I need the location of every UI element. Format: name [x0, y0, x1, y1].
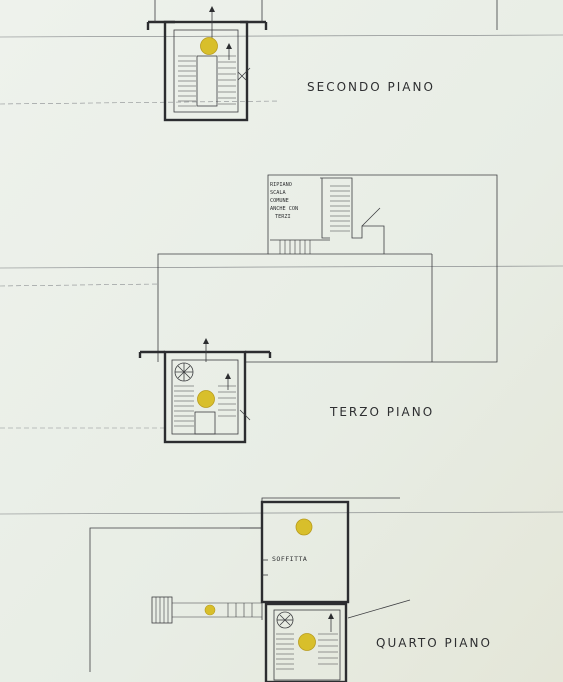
stair-flight [174, 385, 236, 427]
third-floor-plan [0, 338, 432, 444]
floor-label-second: SECONDO PIANO [307, 80, 435, 94]
landing-plan [0, 174, 498, 363]
landing-note: RIPIANO SCALA COMUNE ANCHE CON TERZI [270, 182, 301, 220]
fold-line [0, 34, 563, 38]
fourth-floor-plan [89, 497, 411, 682]
marker-dot [298, 633, 316, 651]
second-floor-plan [0, 0, 498, 122]
marker-dot [204, 604, 216, 616]
stair-flight [155, 597, 262, 623]
arrow-up-icon [203, 338, 209, 344]
arrow-up-icon [328, 613, 334, 619]
stair-flight [279, 185, 350, 254]
attic-walls [260, 500, 350, 604]
arrow-up-icon [226, 43, 232, 49]
marker-dot [295, 518, 313, 536]
marker-dot [200, 37, 218, 55]
attic-label: SOFFITTA [272, 555, 307, 563]
fold-line [0, 511, 563, 515]
arrow-up-icon [209, 6, 215, 12]
marker-dot [197, 390, 215, 408]
floor-label-third: TERZO PIANO [329, 405, 434, 419]
fold-line [0, 265, 563, 269]
section-line [0, 100, 281, 105]
stair-flight [276, 633, 338, 670]
stair-flight [178, 55, 236, 107]
stairwell-walls [264, 602, 348, 682]
stairwell-walls [163, 350, 247, 444]
arrow-up-icon [225, 373, 231, 379]
floor-label-fourth: QUARTO PIANO [376, 636, 492, 650]
